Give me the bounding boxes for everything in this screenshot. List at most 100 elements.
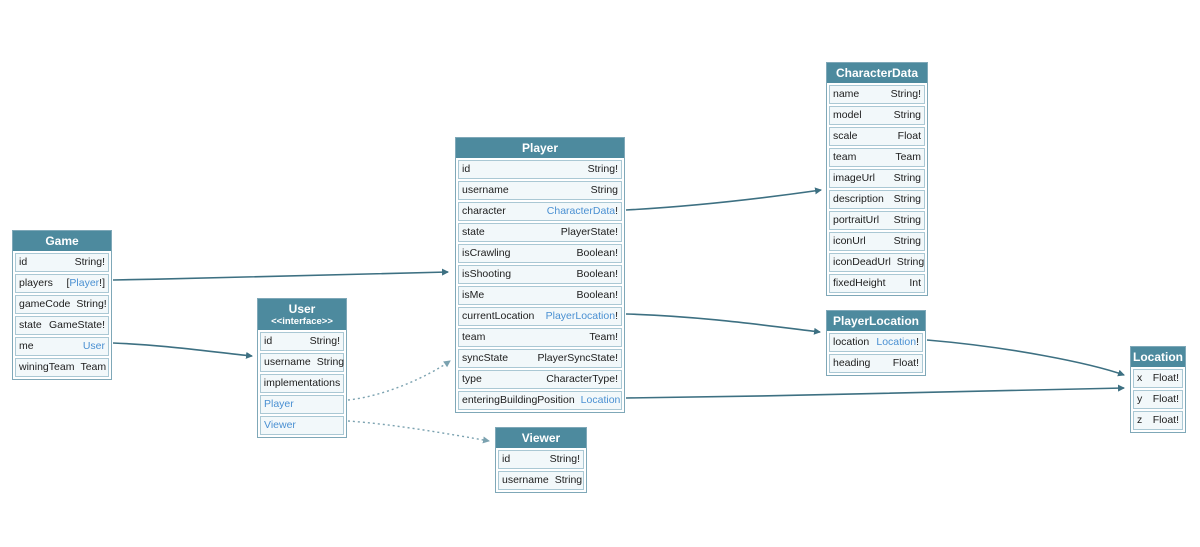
field-type: String [894, 109, 921, 122]
field-name: heading [833, 357, 871, 369]
type-text: Team! [589, 331, 618, 343]
type-link-Player[interactable]: Player [69, 277, 100, 289]
type-link-CharacterData[interactable]: CharacterData [546, 205, 616, 217]
type-text: Float! [1152, 372, 1179, 384]
field-type: Float! [1153, 393, 1179, 406]
field-name: enteringBuildingPosition [462, 394, 575, 406]
type-text: CharacterType! [546, 373, 618, 385]
type-text: GameState! [48, 319, 105, 331]
field-name: iconUrl [833, 235, 866, 247]
type-text: Boolean! [576, 247, 618, 259]
connector-user-player-to-player [347, 360, 451, 401]
field-name: username [462, 184, 509, 196]
type-text: String [893, 193, 921, 205]
field-name: me [19, 340, 34, 352]
field-name: fixedHeight [833, 277, 886, 289]
field-row-z: z Float! [1133, 411, 1183, 430]
type-link-User[interactable]: User [82, 340, 105, 352]
type-text: String [590, 184, 618, 196]
type-text: Boolean! [576, 289, 618, 301]
field-name: syncState [462, 352, 509, 364]
field-type: String! [588, 163, 618, 176]
field-type: String [894, 193, 921, 206]
type-text: String [896, 256, 925, 268]
table-title-viewer: Viewer [496, 428, 586, 448]
table-title-text: Game [45, 234, 79, 248]
field-name: location [833, 336, 870, 348]
type-text: Int [909, 277, 921, 289]
field-row-username: username String [458, 181, 622, 200]
type-link-Location[interactable]: Location [876, 336, 917, 348]
type-link-Player[interactable]: Player [264, 398, 294, 410]
field-name: state [19, 319, 42, 331]
field-row-me: me User [15, 337, 109, 356]
field-type: Float! [1153, 372, 1179, 385]
field-type: Float! [1153, 414, 1179, 427]
field-type: String! [891, 88, 921, 101]
type-text: ! [615, 205, 618, 217]
table-title-playerlocation: PlayerLocation [827, 311, 925, 331]
table-title-location: Location [1131, 347, 1185, 367]
field-type: String [894, 172, 921, 185]
field-type: String! [76, 298, 106, 311]
field-row-portraitUrl: portraitUrl String [829, 211, 925, 230]
field-type: PlayerLocation! [546, 310, 618, 323]
field-type: Team [895, 151, 921, 164]
type-link-Location[interactable]: Location [580, 394, 621, 406]
field-name: y [1137, 393, 1143, 405]
field-type: Float! [893, 357, 919, 370]
type-text: String [893, 214, 921, 226]
field-row-state: state GameState! [15, 316, 109, 335]
field-name: name [833, 88, 860, 100]
type-text: String! [76, 298, 107, 310]
field-type: String! [75, 256, 105, 269]
field-name: type [462, 373, 482, 385]
type-text: PlayerSyncState! [537, 352, 618, 364]
field-name: z [1137, 414, 1143, 426]
field-row-players: players[Player!] [15, 274, 109, 293]
field-name: character [462, 205, 506, 217]
field-row-syncState: syncState PlayerSyncState! [458, 349, 622, 368]
connector-game-players-to-player [112, 268, 449, 281]
field-name: players [19, 277, 53, 289]
connector-player-enteringbuildingposition-to-location [625, 384, 1125, 399]
field-name: id [19, 256, 28, 268]
field-row-heading: heading Float! [829, 354, 923, 373]
field-row-enteringBuildingPosition: enteringBuildingPosition Location [458, 391, 622, 410]
type-text: PlayerState! [560, 226, 618, 238]
field-row-type: type CharacterType! [458, 370, 622, 389]
type-link-Viewer[interactable]: Viewer [264, 419, 296, 431]
field-type: PlayerSyncState! [537, 352, 618, 365]
type-text: Float [897, 130, 921, 142]
field-name: portraitUrl [833, 214, 880, 226]
type-text: Team [895, 151, 921, 163]
type-link-PlayerLocation[interactable]: PlayerLocation [545, 310, 616, 322]
field-name: winingTeam [19, 361, 75, 373]
type-text: !] [99, 277, 105, 289]
